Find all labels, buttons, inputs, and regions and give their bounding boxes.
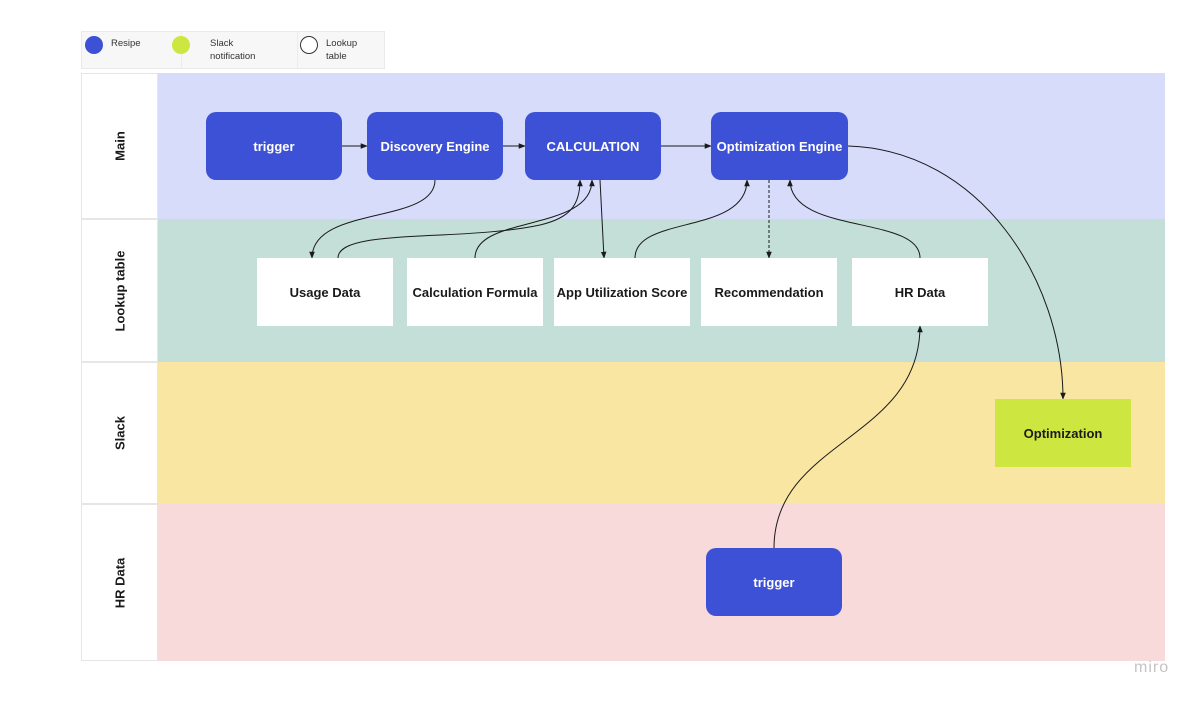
- lane-label-main: Main: [112, 131, 127, 161]
- node-optimization-engine[interactable]: Optimization Engine: [711, 112, 848, 180]
- miro-watermark: miro: [1134, 659, 1170, 676]
- lane-hr-data: [158, 504, 1165, 661]
- legend-label-slack-line1: Slack: [210, 38, 234, 49]
- node-app-utilization-score-label: App Utilization Score: [556, 284, 688, 300]
- lane-header-slack: Slack: [81, 362, 158, 504]
- legend-label-slack-line2: notification: [210, 51, 256, 62]
- node-usage-data-label: Usage Data: [289, 284, 361, 300]
- node-trigger-hr[interactable]: trigger: [706, 548, 842, 616]
- node-calculation-formula-label: Calculation Formula: [412, 284, 538, 300]
- legend-swatch-slack: [172, 36, 190, 54]
- node-discovery-engine-label: Discovery Engine: [380, 138, 490, 154]
- legend-label-lookup-line2: table: [326, 51, 347, 62]
- node-trigger-main-label: trigger: [253, 138, 295, 154]
- legend-swatch-resipe: [85, 36, 103, 54]
- node-calculation-label: CALCULATION: [546, 138, 640, 154]
- node-trigger-main[interactable]: trigger: [206, 112, 342, 180]
- node-app-utilization-score[interactable]: App Utilization Score: [554, 258, 690, 326]
- node-calculation-formula[interactable]: Calculation Formula: [407, 258, 543, 326]
- lane-header-hr-data: HR Data: [81, 504, 158, 661]
- node-discovery-engine[interactable]: Discovery Engine: [367, 112, 503, 180]
- legend-label-lookup-line1: Lookup: [326, 38, 358, 49]
- node-usage-data[interactable]: Usage Data: [257, 258, 393, 326]
- legend-item-slack: Slack notification: [172, 32, 298, 68]
- legend: Resipe Slack notification Lookup table: [81, 31, 385, 69]
- lane-label-hr-data: HR Data: [112, 557, 127, 608]
- lane-header-lookup-table: Lookup table: [81, 219, 158, 362]
- legend-item-lookup: Lookup table: [298, 32, 384, 68]
- node-hr-data[interactable]: HR Data: [852, 258, 988, 326]
- node-recommendation[interactable]: Recommendation: [701, 258, 837, 326]
- legend-label-lookup: Lookup table: [326, 37, 357, 63]
- legend-item-resipe: Resipe: [82, 32, 182, 68]
- legend-label-resipe: Resipe: [111, 37, 141, 50]
- node-recommendation-label: Recommendation: [714, 284, 824, 300]
- legend-label-resipe-line1: Resipe: [111, 38, 141, 49]
- lane-header-main: Main: [81, 73, 158, 219]
- legend-swatch-lookup: [300, 36, 318, 54]
- node-trigger-hr-label: trigger: [753, 574, 795, 590]
- node-optimization-engine-label: Optimization Engine: [716, 138, 843, 154]
- node-hr-data-label: HR Data: [894, 284, 946, 300]
- node-optimization-label: Optimization: [1023, 425, 1103, 441]
- lane-label-slack: Slack: [112, 416, 127, 450]
- legend-label-slack: Slack notification: [210, 37, 255, 63]
- node-calculation[interactable]: CALCULATION: [525, 112, 661, 180]
- node-optimization[interactable]: Optimization: [995, 399, 1131, 467]
- lane-label-lookup-table: Lookup table: [112, 250, 127, 331]
